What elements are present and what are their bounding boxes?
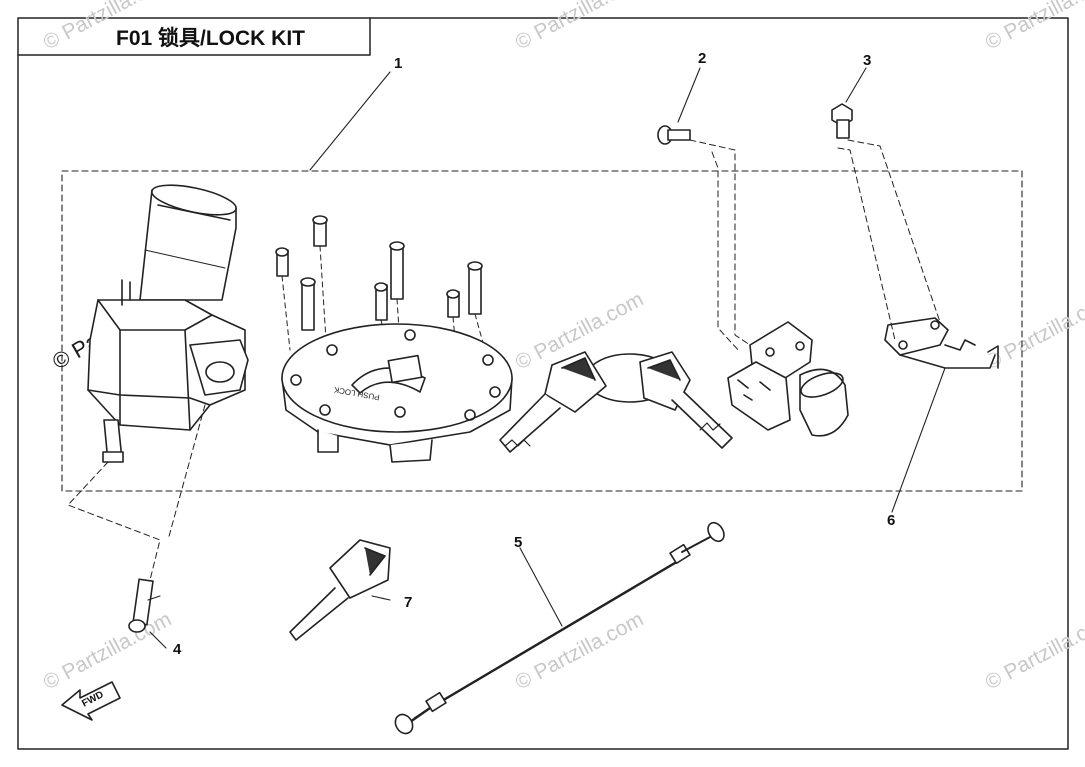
callout-1: 1 — [394, 55, 402, 72]
assembly-lines — [67, 139, 941, 581]
callout-3: 3 — [863, 52, 871, 69]
callout-6: 6 — [887, 512, 895, 529]
callout-5: 5 — [514, 534, 522, 551]
callout-4: 4 — [173, 641, 182, 658]
ignition-switch — [87, 184, 249, 463]
watermark: © Partzilla.com — [40, 608, 176, 695]
kit-boundary — [61, 170, 1023, 492]
seat-lock — [727, 321, 849, 437]
leader-lines — [147, 67, 946, 649]
lock-bracket — [884, 317, 999, 369]
watermark: © Partzilla.com — [512, 0, 648, 54]
watermark: © Partzilla.com — [982, 288, 1085, 375]
page-border — [17, 17, 1069, 750]
fuel-cap: PUSH LOCK — [275, 215, 513, 463]
key-pair — [499, 351, 733, 453]
cap-bolts — [275, 215, 483, 331]
callout-7: 7 — [404, 594, 412, 611]
lock-screw — [128, 578, 154, 633]
seat-lock-cable — [394, 521, 725, 735]
watermark: © Partzilla.com — [982, 0, 1085, 54]
watermark: © Partzilla.com — [982, 608, 1085, 695]
callout-2: 2 — [698, 50, 706, 67]
screw — [657, 125, 691, 145]
blank-key — [289, 539, 391, 641]
fwd-arrow-icon: FWD — [61, 681, 121, 721]
title-box: F01 锁具/LOCK KIT — [17, 17, 371, 56]
diagram-title: F01 锁具/LOCK KIT — [116, 26, 305, 50]
callouts: 1 2 3 4 5 6 7 — [173, 50, 895, 658]
bolt — [831, 103, 853, 139]
